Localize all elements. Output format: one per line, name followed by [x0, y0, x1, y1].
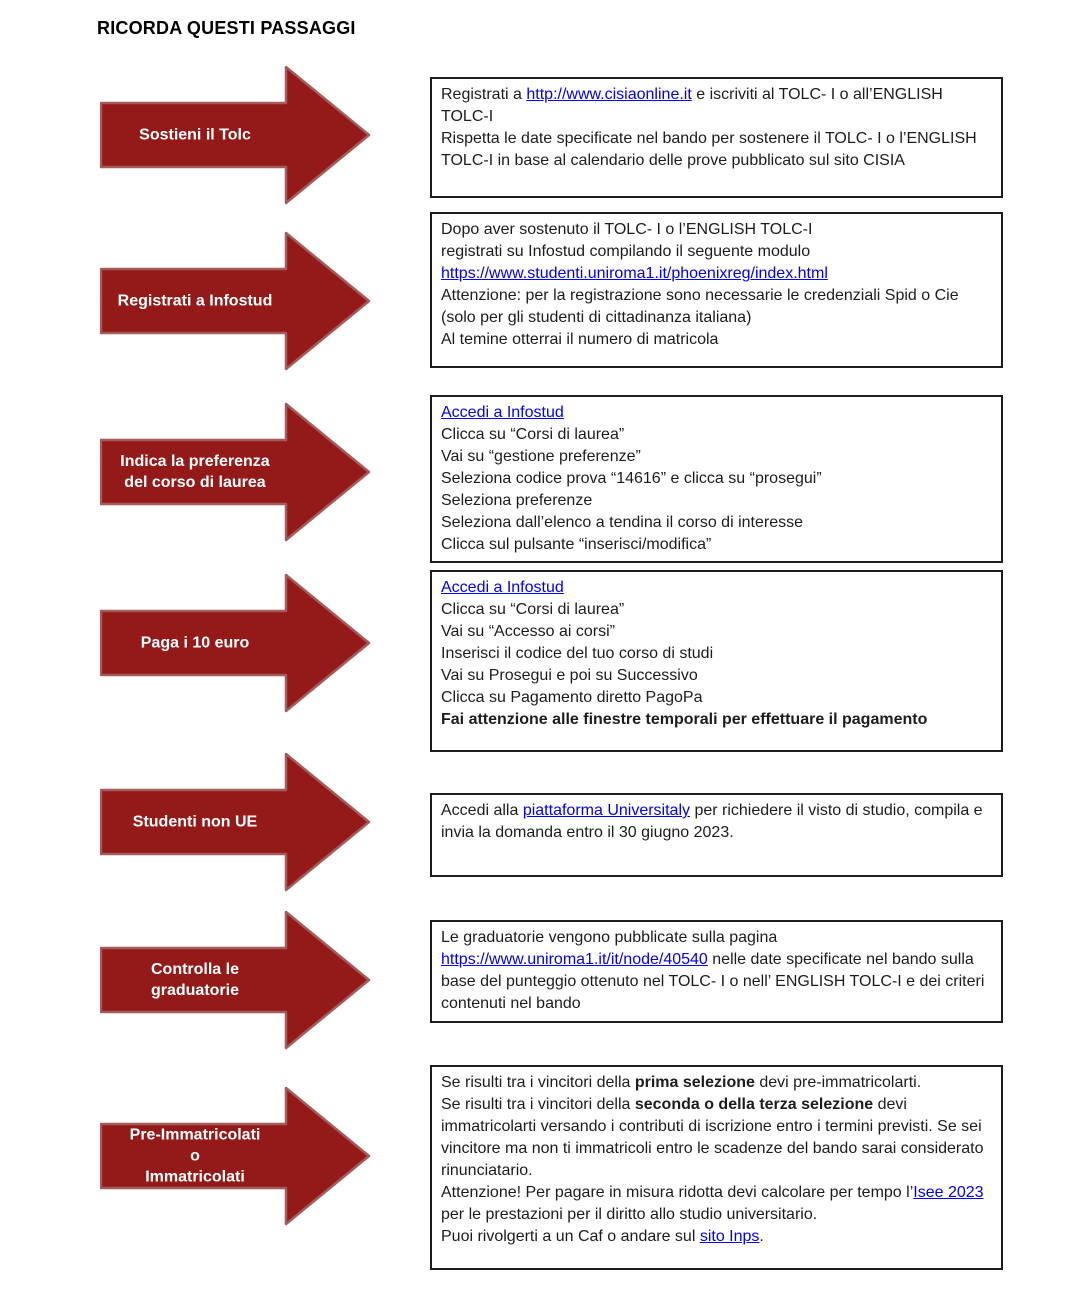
text-run: Seleziona codice prova “14616” e clicca … [441, 470, 822, 487]
universitaly-link[interactable]: piattaforma Universitaly [522, 802, 690, 819]
paragraph: Accedi a Infostud [441, 577, 993, 599]
paragraph: Seleziona dall’elenco a tendina il corso… [441, 512, 993, 534]
paragraph: Clicca su Pagamento diretto PagoPa [441, 687, 993, 709]
paragraph: Al temine otterrai il numero di matricol… [441, 329, 993, 351]
paragraph: Rispetta le date specificate nel bando p… [441, 128, 993, 172]
accedi-a-infostud-link[interactable]: Accedi a Infostud [441, 579, 564, 596]
paragraph: Vai su Prosegui e poi su Successivo [441, 665, 993, 687]
bold-text: seconda o della terza selezione [634, 1096, 874, 1113]
paragraph: Seleziona codice prova “14616” e clicca … [441, 468, 993, 490]
cisiaonline-link[interactable]: http://www.cisiaonline.it [526, 86, 692, 103]
text-run: Le graduatorie vengono pubblicate sulla … [441, 929, 778, 946]
text-run: Clicca su “Corsi di laurea” [441, 426, 625, 443]
paragraph: Puoi rivolgerti a un Caf o andare sul si… [441, 1226, 993, 1248]
text-run: nelle date specificate nel bando sulla b… [441, 951, 985, 1012]
sito-inps-link[interactable]: sito Inps [699, 1228, 760, 1245]
text-run: per richiedere il visto di studio, compi… [441, 802, 983, 841]
phoenixreg-link[interactable]: https://www.studenti.uniroma1.it/phoenix… [441, 265, 828, 282]
text-run: Clicca su Pagamento diretto PagoPa [441, 689, 703, 706]
paragraph: Se risulti tra i vincitori della prima s… [441, 1072, 993, 1094]
paragraph: Attenzione! Per pagare in misura ridotta… [441, 1182, 993, 1226]
step-1-arrow-label: Sostieni il Tolc [139, 126, 251, 144]
paragraph: Fai attenzione alle finestre temporali p… [441, 709, 993, 731]
arrow-right-icon [100, 573, 371, 713]
paragraph: Accedi alla piattaforma Universitaly per… [441, 800, 993, 844]
step-6-box: Le graduatorie vengono pubblicate sulla … [430, 920, 1003, 1023]
step-1-arrow: Sostieni il Tolc [100, 65, 372, 205]
accedi-a-infostud-link[interactable]: Accedi a Infostud [441, 404, 564, 421]
text-run: e iscriviti al TOLC- I o all’ENGLISH TOL… [441, 86, 943, 125]
text-run: Vai su “gestione preferenze” [441, 448, 641, 465]
text-run: Attenzione! Per pagare in misura ridotta… [441, 1184, 914, 1201]
paragraph: Dopo aver sostenuto il TOLC- I o l’ENGLI… [441, 219, 993, 241]
text-run: Accedi alla [441, 802, 523, 819]
step-2-arrow-label: Registrati a Infostud [117, 292, 273, 310]
step-5-box: Accedi alla piattaforma Universitaly per… [430, 793, 1003, 877]
step-5-arrow-label: Studenti non UE [132, 813, 258, 831]
text-run: Clicca su “Corsi di laurea” [441, 601, 625, 618]
paragraph: Inserisci il codice del tuo corso di stu… [441, 643, 993, 665]
step-2-box: Dopo aver sostenuto il TOLC- I o l’ENGLI… [430, 212, 1003, 368]
text-run: Rispetta le date specificate nel bando p… [441, 130, 977, 169]
text-run: . [759, 1228, 764, 1245]
paragraph: Attenzione: per la registrazione sono ne… [441, 285, 993, 329]
text-run: Se risulti tra i vincitori della [441, 1096, 635, 1113]
step-4-arrow: Paga i 10 euro [100, 573, 372, 713]
paragraph: Se risulti tra i vincitori della seconda… [441, 1094, 993, 1182]
paragraph: Le graduatorie vengono pubblicate sulla … [441, 927, 993, 1015]
text-run: Inserisci il codice del tuo corso di stu… [441, 645, 714, 662]
paragraph: https://www.studenti.uniroma1.it/phoenix… [441, 263, 993, 285]
paragraph: Seleziona preferenze [441, 490, 993, 512]
text-run: Seleziona dall’elenco a tendina il corso… [441, 514, 803, 531]
step-5-arrow: Studenti non UE [100, 752, 372, 892]
isee-2023-link[interactable]: Isee 2023 [913, 1184, 984, 1201]
arrow-right-icon [100, 231, 371, 371]
step-1-box: Registrati a http://www.cisiaonline.it e… [430, 77, 1003, 198]
text-run: Dopo aver sostenuto il TOLC- I o l’ENGLI… [441, 221, 813, 238]
graduatorie-link[interactable]: https://www.uniroma1.it/it/node/40540 [441, 951, 708, 968]
arrow-right-icon [100, 1086, 371, 1226]
paragraph: Clicca su “Corsi di laurea” [441, 424, 993, 446]
step-2-arrow: Registrati a Infostud [100, 231, 372, 371]
text-run: Attenzione: per la registrazione sono ne… [441, 287, 959, 326]
paragraph: Vai su “gestione preferenze” [441, 446, 993, 468]
text-run: devi immatricolarti versando i contribut… [441, 1096, 984, 1179]
arrow-right-icon [100, 65, 371, 205]
text-run: Vai su “Accesso ai corsi” [441, 623, 615, 640]
text-run: per le prestazioni per il diritto allo s… [441, 1206, 818, 1223]
arrow-right-icon [100, 402, 371, 542]
step-7-box: Se risulti tra i vincitori della prima s… [430, 1065, 1003, 1270]
text-run: Al temine otterrai il numero di matricol… [441, 331, 719, 348]
paragraph: Clicca su “Corsi di laurea” [441, 599, 993, 621]
text-run: Registrati a [441, 86, 527, 103]
text-run: Puoi rivolgerti a un Caf o andare sul [441, 1228, 700, 1245]
paragraph: Vai su “Accesso ai corsi” [441, 621, 993, 643]
text-run: Clicca sul pulsante “inserisci/modifica” [441, 536, 712, 553]
step-4-arrow-label: Paga i 10 euro [140, 634, 250, 652]
text-run: Se risulti tra i vincitori della [441, 1074, 635, 1091]
paragraph: registrati su Infostud compilando il seg… [441, 241, 993, 263]
bold-text: Fai attenzione alle finestre temporali p… [441, 711, 928, 728]
text-run: devi pre-immatricolarti. [754, 1074, 922, 1091]
page-title: RICORDA QUESTI PASSAGGI [97, 18, 356, 38]
text-run: Seleziona preferenze [441, 492, 593, 509]
arrow-right-icon [100, 752, 371, 892]
arrow-right-icon [100, 910, 371, 1050]
text-run: Vai su Prosegui e poi su Successivo [441, 667, 698, 684]
bold-text: prima selezione [634, 1074, 755, 1091]
paragraph: Accedi a Infostud [441, 402, 993, 424]
paragraph: Registrati a http://www.cisiaonline.it e… [441, 84, 993, 128]
paragraph: Clicca sul pulsante “inserisci/modifica” [441, 534, 993, 556]
text-run: registrati su Infostud compilando il seg… [441, 243, 811, 260]
